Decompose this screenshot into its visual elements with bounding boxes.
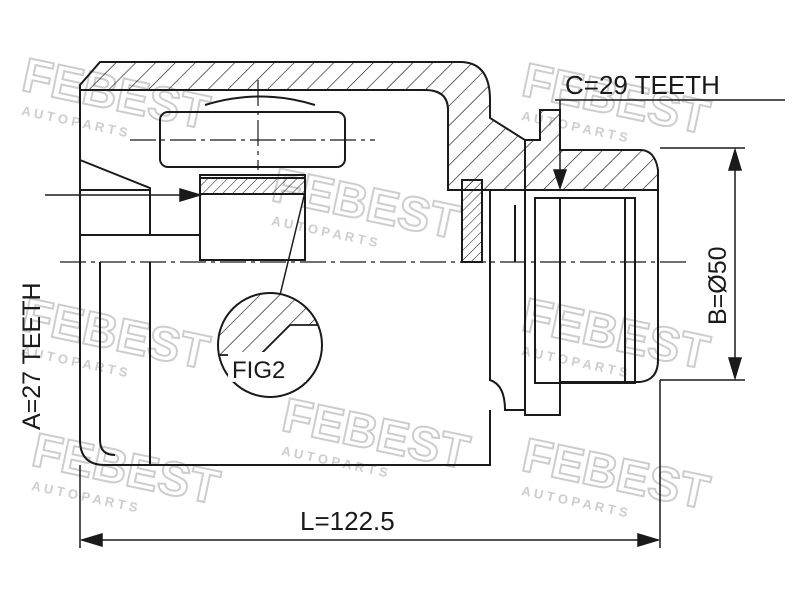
- dimension-c: [552, 99, 785, 191]
- dim-b-arrow-bottom: [727, 357, 743, 381]
- dim-b-arrow-top: [727, 147, 743, 171]
- dim-a-label: A=27 TEETH: [18, 282, 46, 430]
- dim-l-label: L=122.5: [300, 506, 395, 536]
- roller-cap: [204, 95, 316, 106]
- dim-c-arrow: [552, 169, 568, 191]
- dim-a-arrow: [179, 187, 203, 203]
- watermark-layer: FEBEST A U T O P A R T S FEBEST A U T O …: [17, 48, 715, 521]
- dim-c-label: C=29 TEETH: [565, 70, 720, 100]
- fig2-circle: [217, 292, 323, 398]
- watermark-7: FEBEST A U T O P A R T S: [277, 388, 475, 481]
- circlip-ring: [461, 179, 483, 263]
- dim-l-arrow-right: [637, 532, 661, 548]
- housing-mouth: [79, 159, 151, 236]
- dimension-a: [45, 187, 203, 203]
- spider-spline: [199, 177, 306, 195]
- fig2-leader: [279, 191, 306, 296]
- dim-l-arrow-left: [79, 532, 103, 548]
- housing-outline: [79, 85, 491, 466]
- neck-lower: [489, 262, 525, 411]
- centerlines: [60, 80, 690, 263]
- dimension-b: [660, 147, 745, 381]
- left-shoulder: [99, 262, 116, 456]
- spider-body: [199, 174, 306, 261]
- watermark-6: FEBEST A U T O P A R T S: [27, 423, 225, 516]
- fig2-label: FIG2: [232, 357, 285, 384]
- dim-b-label: B=Ø50: [704, 246, 732, 325]
- stub-spline: [534, 197, 636, 384]
- watermark-8: FEBEST A U T O P A R T S: [517, 428, 715, 521]
- dimension-l: [79, 380, 661, 548]
- stub-shaft-body: [524, 190, 659, 416]
